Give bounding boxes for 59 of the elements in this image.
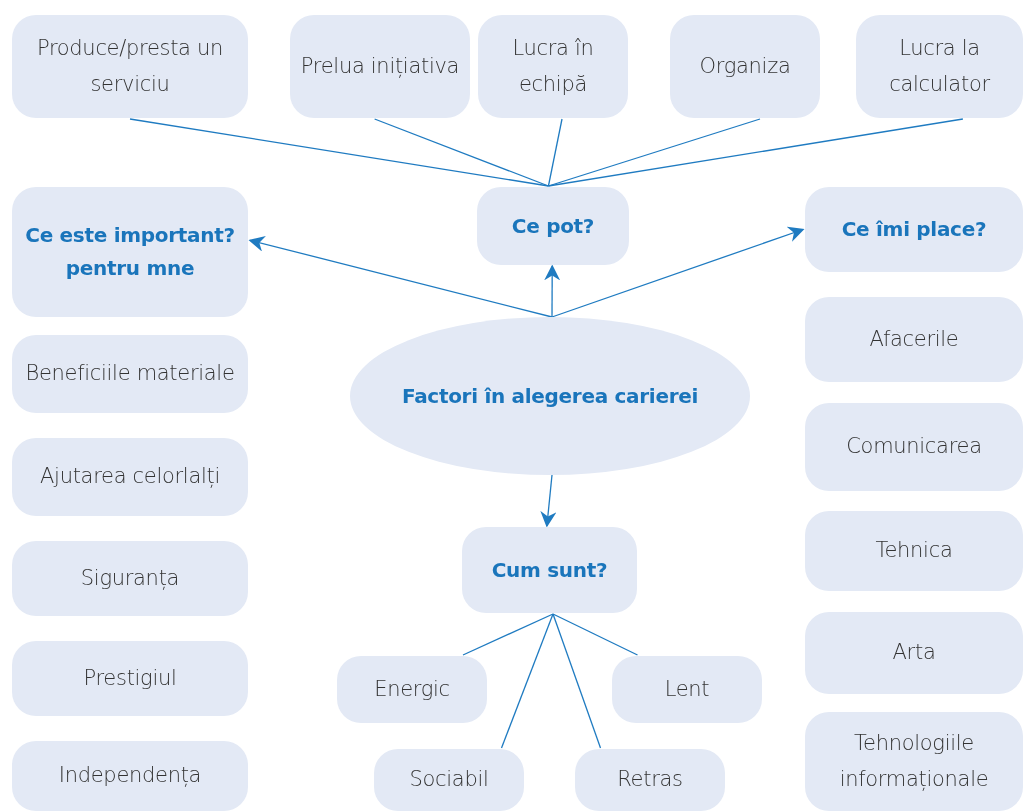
rounded-box: [374, 749, 524, 811]
node-label: Ce este important? pentru mne: [24, 222, 236, 282]
node-label: Organiza: [699, 52, 791, 80]
node-label: Ajutarea celorlalți: [40, 463, 220, 491]
rounded-box: [12, 541, 248, 616]
arrow: [551, 226, 805, 318]
node-label: Factori în alegerea carierei: [401, 382, 699, 410]
node-label: Independența: [58, 762, 202, 790]
heading-box: [477, 187, 629, 265]
connector-line: [547, 118, 563, 187]
arrow: [248, 236, 553, 318]
node-label: Energic: [374, 675, 450, 703]
connector-line: [552, 613, 639, 656]
node-label: Tehnologiile informaționale: [838, 729, 990, 793]
node-label: Lucra în echipă: [511, 34, 595, 98]
connector-line: [552, 613, 602, 749]
node-label: Comunicarea: [846, 433, 982, 461]
rounded-box: [805, 403, 1023, 491]
rounded-box: [805, 297, 1023, 382]
connector-line: [129, 118, 550, 187]
rounded-box: [670, 15, 820, 118]
node-label: Retras: [617, 766, 683, 794]
rounded-box: [12, 641, 248, 716]
connector-line: [547, 118, 964, 187]
rounded-box: [805, 712, 1023, 811]
connector-line: [500, 613, 554, 749]
connector-line: [462, 613, 554, 656]
rounded-box: [12, 438, 248, 516]
rounded-box: [12, 335, 248, 413]
node-label: Beneficiile materiale: [25, 360, 235, 388]
rounded-box: [575, 749, 725, 811]
node-label: Produce/presta un serviciu: [35, 34, 225, 98]
node-label: Ce pot?: [511, 212, 595, 240]
rounded-box: [478, 15, 628, 118]
node-label: Cum sunt?: [491, 556, 608, 584]
heading-box: [462, 527, 637, 613]
node-label: Ce îmi place?: [841, 216, 987, 243]
heading-box: [805, 187, 1023, 272]
rounded-box: [337, 656, 487, 723]
node-label: Sociabil: [409, 766, 489, 794]
node-label: Siguranța: [80, 564, 180, 592]
rounded-box: [290, 15, 470, 118]
rounded-box: [12, 741, 248, 811]
arrow: [544, 264, 561, 318]
heading-box: [12, 187, 248, 317]
rounded-box: [805, 511, 1023, 591]
node-label: Afacerile: [869, 325, 959, 353]
rounded-box: [805, 612, 1023, 694]
node-label: Prelua inițiativa: [300, 52, 460, 80]
node-label: Tehnica: [875, 537, 953, 565]
node-label: Lucra la calculator: [888, 34, 991, 98]
rounded-box: [12, 15, 248, 118]
node-label: Arta: [892, 639, 936, 667]
connector-line: [373, 118, 550, 187]
rounded-box: [612, 656, 762, 723]
arrow: [540, 474, 557, 528]
node-label: Lent: [664, 675, 710, 703]
rounded-box: [856, 15, 1023, 118]
node-label: Prestigiul: [83, 664, 177, 692]
